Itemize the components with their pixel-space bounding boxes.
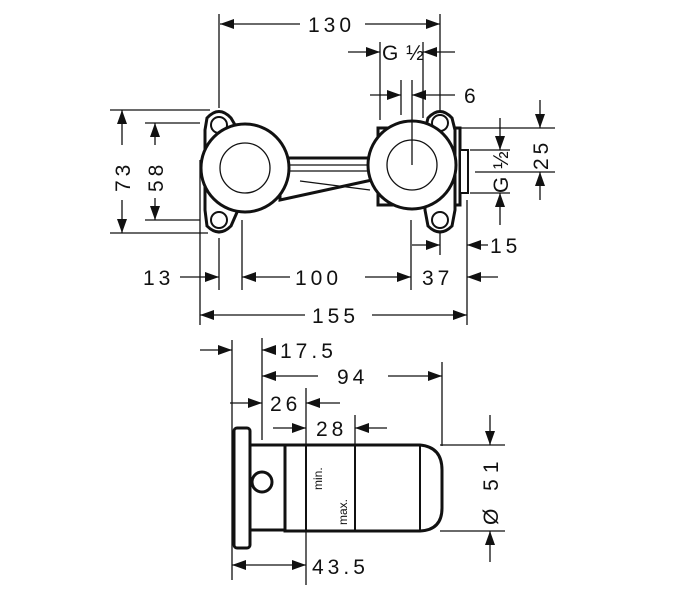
arrowhead-icon xyxy=(366,47,380,57)
arrowhead-icon xyxy=(423,47,437,57)
arrowhead-icon xyxy=(426,19,440,29)
dimension-arrows xyxy=(117,19,545,570)
arrowhead-icon xyxy=(355,423,369,433)
dim-73: 73 xyxy=(112,161,135,192)
arrowhead-icon xyxy=(220,19,234,29)
cylinder-sections xyxy=(305,446,421,530)
extension-line xyxy=(232,415,505,566)
arrowhead-icon xyxy=(292,423,306,433)
arrowhead-icon xyxy=(200,310,214,320)
valve-body-top-view xyxy=(199,80,469,234)
arrowhead-icon xyxy=(117,110,127,124)
left-port-outer xyxy=(199,122,291,214)
arrowhead-icon xyxy=(387,90,401,100)
extension-line xyxy=(110,109,210,234)
dim-51: Ø 51 xyxy=(480,455,503,525)
inlet-port-icon xyxy=(250,470,274,494)
dim-130: 130 xyxy=(308,14,355,37)
arrowhead-icon xyxy=(150,123,160,137)
dim-15: 15 xyxy=(490,235,521,258)
mount-hole-icon xyxy=(431,211,449,229)
arrowhead-icon xyxy=(232,560,246,570)
dim-13: 13 xyxy=(143,267,174,290)
arrowhead-icon xyxy=(150,206,160,220)
arrowhead-icon xyxy=(262,371,276,381)
arrowhead-icon xyxy=(535,172,545,186)
arrowhead-icon xyxy=(428,371,442,381)
dim-43-5: 43.5 xyxy=(312,556,369,579)
valve-body-side-view: min. max. xyxy=(232,426,444,550)
dim-58: 58 xyxy=(145,161,168,192)
side-outlet xyxy=(459,149,469,194)
arrowhead-icon xyxy=(495,136,505,150)
extension-line xyxy=(218,14,441,112)
arrowhead-icon xyxy=(453,310,467,320)
extension-line xyxy=(230,402,387,429)
arrowhead-icon xyxy=(485,431,495,445)
dim-6: 6 xyxy=(464,85,480,108)
arrowhead-icon xyxy=(117,219,127,233)
arrowhead-icon xyxy=(467,272,481,282)
min-label: min. xyxy=(311,467,325,490)
extension-line xyxy=(455,127,555,194)
arrowhead-icon xyxy=(535,114,545,128)
left-port-inner xyxy=(219,142,271,194)
dim-g-half-right: G ½ xyxy=(490,150,513,193)
dim-28: 28 xyxy=(316,418,347,441)
connecting-bar-detail xyxy=(285,164,371,191)
dim-100: 100 xyxy=(295,267,342,290)
extension-line xyxy=(199,160,468,325)
connecting-bar xyxy=(278,156,374,202)
arrowhead-icon xyxy=(495,193,505,207)
dim-155: 155 xyxy=(312,305,359,328)
arrowhead-icon xyxy=(306,398,320,408)
dim-94: 94 xyxy=(337,366,368,389)
cartridge-cylinder xyxy=(283,443,444,533)
extension-line xyxy=(121,110,156,233)
dim-37: 37 xyxy=(422,267,453,290)
arrowhead-icon xyxy=(262,345,276,355)
arrowhead-icon xyxy=(397,272,411,282)
arrowhead-icon xyxy=(426,240,440,250)
dim-17-5: 17.5 xyxy=(280,340,337,363)
dim-25: 25 xyxy=(530,139,553,170)
arrowhead-icon xyxy=(218,345,232,355)
dim-g-half-top: G ½ xyxy=(382,42,425,65)
dim-26: 26 xyxy=(270,393,301,416)
extension-line xyxy=(348,42,455,120)
arrowhead-icon xyxy=(412,90,426,100)
dimension-labels: 130 G ½ 6 73 58 25 G ½ 15 13 100 37 155 … xyxy=(112,14,553,579)
mount-hole-icon xyxy=(210,211,228,229)
arrowhead-icon xyxy=(248,398,262,408)
mounting-plate-side xyxy=(232,426,252,550)
arrowhead-icon xyxy=(205,272,219,282)
arrowhead-icon xyxy=(242,272,256,282)
max-label: max. xyxy=(336,499,350,525)
arrowhead-icon xyxy=(485,531,495,545)
arrowhead-icon xyxy=(292,560,306,570)
arrowhead-icon xyxy=(467,240,481,250)
